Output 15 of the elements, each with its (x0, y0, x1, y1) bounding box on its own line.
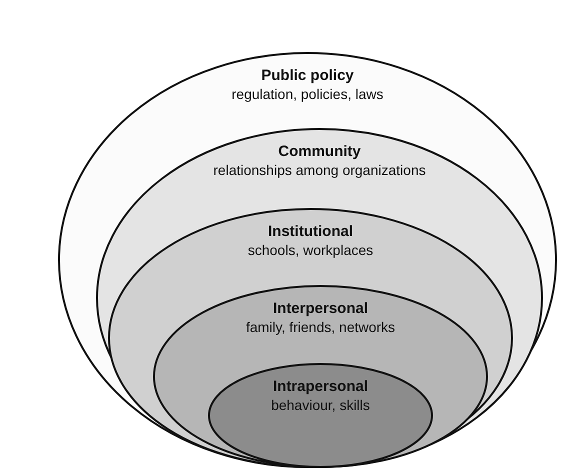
layer-title: Community (278, 142, 361, 161)
layer-description: family, friends, networks (246, 318, 396, 337)
layer-title: Public policy (261, 66, 354, 85)
layer-description: schools, workplaces (248, 241, 374, 260)
layer-description: relationships among organizations (213, 161, 426, 180)
ellipse-band (96, 128, 543, 468)
layer-description: regulation, policies, laws (232, 85, 384, 104)
layer-title: Interpersonal (272, 299, 368, 318)
layer-title: Institutional (268, 222, 353, 241)
layer-description: behaviour, skills (271, 396, 370, 415)
ellipse-band (153, 285, 488, 468)
layer-title: Intrapersonal (272, 377, 368, 396)
ellipse-band (108, 208, 513, 468)
ellipse-band (58, 52, 557, 468)
ellipse-band (208, 363, 433, 468)
